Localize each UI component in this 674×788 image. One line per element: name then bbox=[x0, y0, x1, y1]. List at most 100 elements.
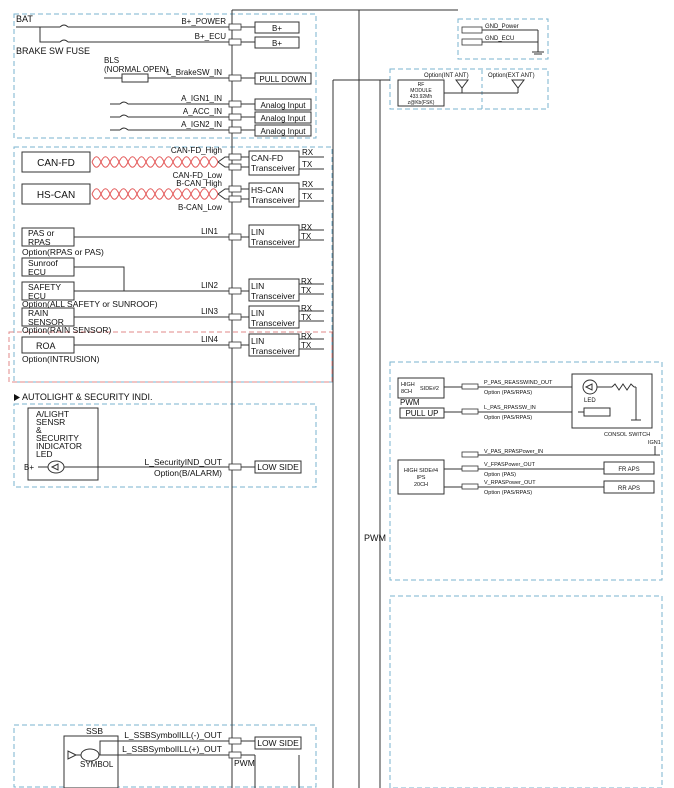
b-ecu-signal: B+_ECU bbox=[195, 32, 227, 41]
can-fd-transceiver-box bbox=[248, 150, 300, 176]
pull-down-box bbox=[254, 72, 312, 85]
high-side4-line3: 20CH bbox=[414, 482, 428, 488]
roa-node-label: ROA bbox=[36, 341, 56, 351]
ext-antenna-icon bbox=[511, 79, 525, 93]
b-plus-box-2 bbox=[254, 36, 300, 49]
fr-aps-label: FR APS bbox=[618, 467, 639, 473]
sunroof-node-line2: ECU bbox=[28, 267, 46, 277]
ext-ant-label: Option(EXT ANT) bbox=[488, 73, 535, 79]
lower-right-frame bbox=[389, 595, 663, 788]
pas-option: Option(RPAS or PAS) bbox=[22, 247, 104, 257]
ssb-label: SSB bbox=[86, 726, 103, 736]
b-can-low-label: B-CAN_Low bbox=[178, 203, 222, 212]
hs-can-transceiver-box bbox=[248, 182, 300, 208]
lin1-rx: RX bbox=[301, 223, 313, 232]
pas-node-line1: PAS or bbox=[28, 228, 54, 238]
gnd-block: GND_Power GND_ECU bbox=[461, 24, 544, 55]
security-signal-label: L_SecurityIND_OUT bbox=[145, 457, 222, 467]
lin1-tr-line1: LIN bbox=[251, 227, 264, 237]
brakesw-in-signal: L_BrakeSW_IN bbox=[167, 68, 222, 77]
ssb-plus-signal: L_SSBSymbolILL(+)_OUT bbox=[122, 744, 222, 754]
pas-rpassw-opt: Option (PAS/RPAS) bbox=[484, 415, 532, 421]
brake-sw-fuse-label: BRAKE SW FUSE bbox=[16, 46, 90, 56]
lin3-label: LIN3 bbox=[201, 307, 218, 316]
hs-can-transceiver-line2: Transceiver bbox=[251, 195, 295, 205]
lin4-tr-line1: LIN bbox=[251, 336, 264, 346]
hs-can-transceiver-line1: HS-CAN bbox=[251, 185, 284, 195]
hs-can-node-label: HS-CAN bbox=[37, 190, 75, 201]
lin2-rx: RX bbox=[301, 277, 313, 286]
rf-block: RF MODULE 433.92Mh z@Kb(FSK) Option(INT … bbox=[397, 70, 535, 109]
lin4-transceiver-box bbox=[248, 333, 300, 357]
lin1-tr-line2: Transceiver bbox=[251, 237, 295, 247]
lin-section: PAS or RPAS Option(RPAS or PAS) Sunroof … bbox=[21, 223, 324, 364]
led-label: LED bbox=[584, 398, 596, 404]
sensor-line3: & bbox=[36, 425, 42, 435]
pas-reasswind-opt: Option (PAS/RPAS) bbox=[484, 390, 532, 396]
high-side2-line3: 8CH bbox=[401, 389, 412, 395]
low-side-box-2 bbox=[254, 736, 302, 750]
sensor-b-plus: B+ bbox=[24, 463, 34, 472]
can-fd-high-label: CAN-FD_High bbox=[171, 146, 222, 155]
lin2-transceiver-box bbox=[248, 278, 300, 302]
lin3-transceiver-box bbox=[248, 305, 300, 329]
pwm-bus-label: PWM bbox=[364, 533, 386, 543]
rf-module-line2: MODULE bbox=[410, 88, 432, 94]
lin3-tr-line2: Transceiver bbox=[251, 318, 295, 328]
ssb-box bbox=[63, 735, 119, 788]
gnd-section-frame bbox=[457, 18, 549, 60]
ssb-section-frame bbox=[13, 724, 317, 788]
bat-label: BAT bbox=[16, 14, 33, 24]
ssb-minus-signal: L_SSBSymbolILL(-)_OUT bbox=[124, 730, 222, 740]
safety-node-line2: ECU bbox=[28, 291, 46, 301]
symbol-label: SYMBOL bbox=[80, 760, 114, 769]
ssb-pwm-label: PWM bbox=[234, 758, 255, 768]
roa-option: Option(INTRUSION) bbox=[22, 354, 100, 364]
power-inputs: BAT BRAKE SW FUSE BLS (NORMAL OPEN) B+_P… bbox=[16, 14, 312, 137]
security-option-label: Option(B/ALARM) bbox=[154, 468, 222, 478]
b-plus-box-1 bbox=[254, 21, 300, 34]
sensor-line4: SECURITY bbox=[36, 433, 79, 443]
security-section-frame bbox=[13, 403, 317, 488]
b-plus-label-1: B+ bbox=[272, 24, 282, 33]
lin2-tx: TX bbox=[301, 286, 312, 295]
pull-up-box bbox=[399, 407, 445, 419]
fpas-power-out: V_FPASPower_OUT bbox=[484, 462, 536, 468]
analog-input-box-2 bbox=[254, 111, 312, 124]
can-fd-low-label: CAN-FD_Low bbox=[173, 171, 223, 180]
pas-node-line2: RPAS bbox=[28, 237, 51, 247]
b-can-high-label: B-CAN_High bbox=[176, 179, 222, 188]
hs-can-rx: RX bbox=[302, 180, 314, 189]
sensor-line5: INDICATOR bbox=[36, 441, 82, 451]
safety-node-line1: SAFETY bbox=[28, 282, 61, 292]
can-fd-tx: TX bbox=[302, 160, 313, 169]
sensor-line2: SENSR bbox=[36, 417, 65, 427]
lin3-rx: RX bbox=[301, 304, 313, 313]
lin4-tr-line2: Transceiver bbox=[251, 346, 295, 356]
high-side4-line2: IPS bbox=[417, 475, 426, 481]
safety-option: Option(ALL SAFETY or SUNROOF) bbox=[22, 299, 158, 309]
ign1-in-signal: A_IGN1_IN bbox=[181, 94, 222, 103]
can-section: CAN-FD HS-CAN CAN-FD_High CAN-FD_Lo bbox=[21, 146, 324, 212]
analog-input-label-1: Analog Input bbox=[261, 101, 307, 110]
lin4-label: LIN4 bbox=[201, 335, 218, 344]
high-side4-line1: HIGH SIDE#4 bbox=[404, 468, 438, 474]
normal-open-label: (NORMAL OPEN) bbox=[104, 65, 168, 74]
can-fd-node-label: CAN-FD bbox=[37, 158, 75, 169]
rpas-power-out: V_RPASPower_OUT bbox=[484, 480, 536, 486]
lin2-tr-line2: Transceiver bbox=[251, 291, 295, 301]
rf-module-line3: 433.92Mh bbox=[410, 94, 432, 100]
roa-option-frame bbox=[8, 331, 333, 383]
low-side-label-1: LOW SIDE bbox=[257, 462, 299, 472]
consol-switch-label: CONSOL SWITCH bbox=[604, 432, 650, 438]
analog-input-box-3 bbox=[254, 124, 312, 137]
sunroof-node-line1: Sunroof bbox=[28, 258, 58, 268]
fr-aps-box bbox=[603, 461, 655, 475]
ign1-label: IGN1 bbox=[648, 440, 661, 446]
acc-in-signal: A_ACC_IN bbox=[183, 107, 222, 116]
pas-section-frame bbox=[389, 361, 663, 581]
lin2-tr-line1: LIN bbox=[251, 281, 264, 291]
can-fd-node-box bbox=[21, 151, 91, 173]
hs-can-tx: TX bbox=[302, 192, 313, 201]
security-section: AUTOLIGHT & SECURITY INDI. A/LIGHT SENSR… bbox=[14, 392, 302, 481]
